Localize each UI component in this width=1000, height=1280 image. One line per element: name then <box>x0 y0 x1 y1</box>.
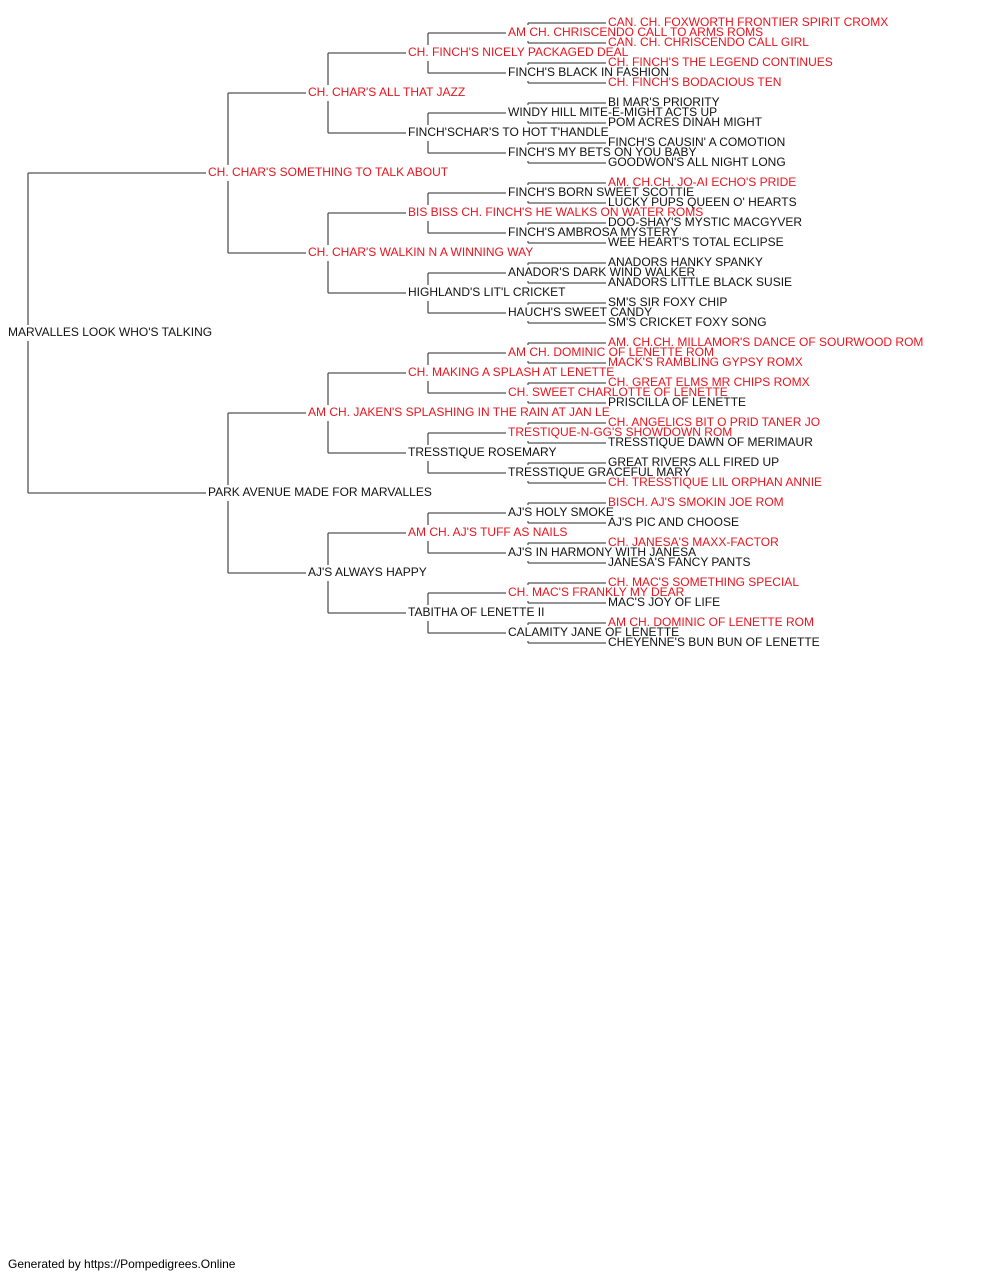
dog-name: HIGHLAND'S LIT'L CRICKET <box>408 285 566 299</box>
dog-name: CH. CHAR'S SOMETHING TO TALK ABOUT <box>208 165 449 179</box>
dog-name: AJ'S PIC AND CHOOSE <box>608 515 739 529</box>
dog-name: SM'S CRICKET FOXY SONG <box>608 315 767 329</box>
dog-name: CHEYENNE'S BUN BUN OF LENETTE <box>608 635 820 649</box>
dog-name: ANADORS HANKY SPANKY <box>608 255 763 269</box>
dog-name: CH. CHAR'S ALL THAT JAZZ <box>308 85 465 99</box>
dog-name: FINCH'S AMBROSA MYSTERY <box>508 225 678 239</box>
dog-name: AM CH. DOMINIC OF LENETTE ROM <box>508 345 714 359</box>
dog-name: BISCH. AJ'S SMOKIN JOE ROM <box>608 495 784 509</box>
dog-name: ANADORS LITTLE BLACK SUSIE <box>608 275 792 289</box>
dog-name: FINCH'S BORN SWEET SCOTTIE <box>508 185 694 199</box>
dog-name: CH. TRESSTIQUE LIL ORPHAN ANNIE <box>608 475 822 489</box>
dog-name: GOODWON'S ALL NIGHT LONG <box>608 155 786 169</box>
dog-name: DOO-SHAY'S MYSTIC MACGYVER <box>608 215 802 229</box>
dog-name: CH. MAKING A SPLASH AT LENETTE <box>408 365 614 379</box>
dog-name: CH. FINCH'S THE LEGEND CONTINUES <box>608 55 833 69</box>
dog-name: MACK'S RAMBLING GYPSY ROMX <box>608 355 803 369</box>
dog-name: TRESSTIQUE GRACEFUL MARY <box>508 465 691 479</box>
dog-name: TRESTIQUE-N-GG'S SHOWDOWN ROM <box>508 425 732 439</box>
dog-name: AM CH. DOMINIC OF LENETTE ROM <box>608 615 814 629</box>
dog-name: BIS BISS CH. FINCH'S HE WALKS ON WATER R… <box>408 205 703 219</box>
dog-name: CH. JANESA'S MAXX-FACTOR <box>608 535 779 549</box>
dog-name: AJ'S IN HARMONY WITH JANESA <box>508 545 696 559</box>
dog-name: SM'S SIR FOXY CHIP <box>608 295 727 309</box>
dog-name: ANADOR'S DARK WIND WALKER <box>508 265 696 279</box>
dog-name: CALAMITY JANE OF LENETTE <box>508 625 679 639</box>
dog-name: CAN. CH. CHRISCENDO CALL GIRL <box>608 35 809 49</box>
dog-name: CH. FINCH'S NICELY PACKAGED DEAL <box>408 45 629 59</box>
dog-name: CH. CHAR'S WALKIN N A WINNING WAY <box>308 245 533 259</box>
dog-name: LUCKY PUPS QUEEN O' HEARTS <box>608 195 797 209</box>
dog-name: WEE HEART'S TOTAL ECLIPSE <box>608 235 784 249</box>
dog-name: AJ'S ALWAYS HAPPY <box>308 565 427 579</box>
dog-name: JANESA'S FANCY PANTS <box>608 555 751 569</box>
dog-name: MAC'S JOY OF LIFE <box>608 595 720 609</box>
dog-name: WINDY HILL MITE-E-MIGHT ACTS UP <box>508 105 717 119</box>
dog-name: CH. ANGELICS BIT O PRID TANER JO <box>608 415 820 429</box>
dog-name: GREAT RIVERS ALL FIRED UP <box>608 455 779 469</box>
dog-name: CH. FINCH'S BODACIOUS TEN <box>608 75 781 89</box>
dog-name: TRESSTIQUE ROSEMARY <box>408 445 556 459</box>
dog-name: AM CH. CHRISCENDO CALL TO ARMS ROMS <box>508 25 763 39</box>
dog-name: PRISCILLA OF LENETTE <box>608 395 746 409</box>
dog-name: FINCH'S MY BETS ON YOU BABY <box>508 145 697 159</box>
dog-name: POM ACRES DINAH MIGHT <box>608 115 763 129</box>
dog-name: TRESSTIQUE DAWN OF MERIMAUR <box>608 435 813 449</box>
dog-name: BI MAR'S PRIORITY <box>608 95 720 109</box>
dog-name: MARVALLES LOOK WHO'S TALKING <box>8 325 212 339</box>
dog-name: CAN. CH. FOXWORTH FRONTIER SPIRIT CROMX <box>608 15 888 29</box>
dog-name: FINCH'S CAUSIN' A COMOTION <box>608 135 785 149</box>
dog-name: AM. CH.CH. JO-AI ECHO'S PRIDE <box>608 175 796 189</box>
dog-name: FINCH'S BLACK IN FASHION <box>508 65 669 79</box>
generated-by-footer: Generated by https://Pompedigrees.Online <box>8 1257 236 1271</box>
dog-name: CH. MAC'S SOMETHING SPECIAL <box>608 575 799 589</box>
dog-name: CH. GREAT ELMS MR CHIPS ROMX <box>608 375 810 389</box>
dog-name: AM CH. JAKEN'S SPLASHING IN THE RAIN AT … <box>308 405 610 419</box>
dog-name: CH. SWEET CHARLOTTE OF LENETTE <box>508 385 728 399</box>
dog-name: FINCH'SCHAR'S TO HOT T'HANDLE <box>408 125 609 139</box>
dog-name: TABITHA OF LENETTE II <box>408 605 544 619</box>
dog-name: CH. MAC'S FRANKLY MY DEAR <box>508 585 685 599</box>
dog-name: PARK AVENUE MADE FOR MARVALLES <box>208 485 432 499</box>
dog-name: AM CH. AJ'S TUFF AS NAILS <box>408 525 567 539</box>
dog-name: AJ'S HOLY SMOKE <box>508 505 614 519</box>
dog-name: HAUCH'S SWEET CANDY <box>508 305 652 319</box>
dog-name: AM. CH.CH. MILLAMOR'S DANCE OF SOURWOOD … <box>608 335 923 349</box>
